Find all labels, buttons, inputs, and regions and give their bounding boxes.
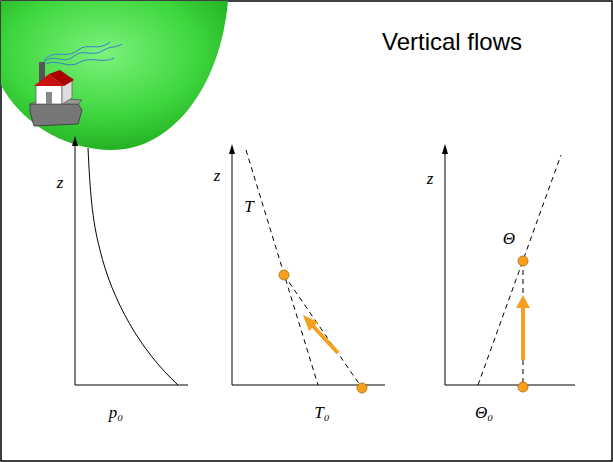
potential-temperature-plot [442, 144, 575, 392]
axis-label: Θ₀ [475, 404, 493, 421]
axis-label: z [214, 167, 221, 184]
curve-label: Θ [503, 230, 515, 247]
curve-label: T [244, 198, 253, 215]
temperature-plot [229, 144, 385, 393]
pressure-plot [75, 142, 188, 385]
axis-label: z [427, 170, 434, 187]
green-hill [1, 1, 228, 150]
axis-label: p₀ [109, 404, 123, 421]
axis-label: T₀ [314, 404, 329, 421]
factory-icon [30, 42, 122, 126]
slide-title: Vertical flows [382, 30, 522, 54]
axis-label: z [57, 174, 64, 191]
axis-arrow [72, 136, 78, 146]
